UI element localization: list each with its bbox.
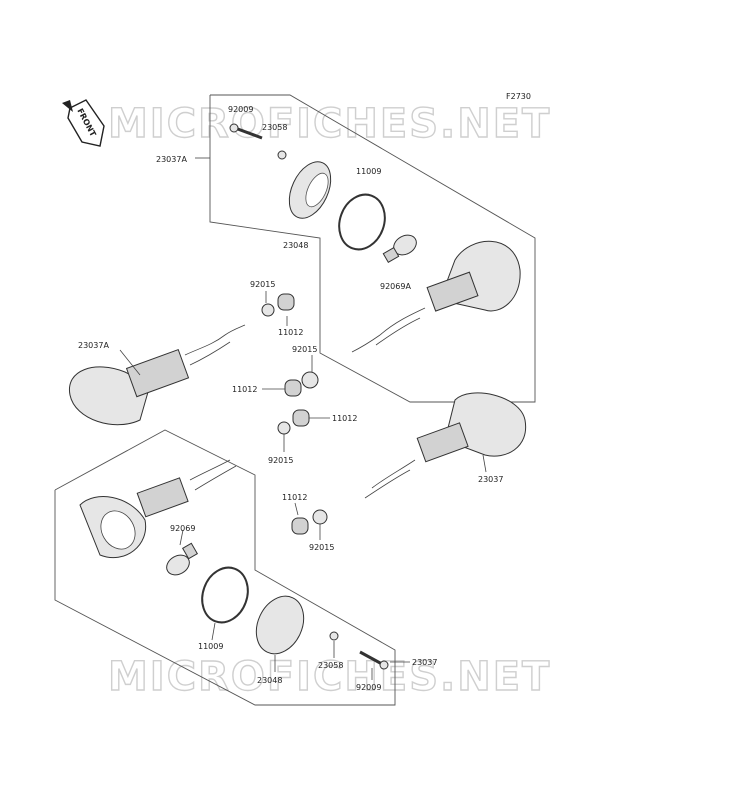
figure-code: F2730 <box>506 92 531 101</box>
label-11012-d: 11012 <box>282 493 307 502</box>
label-23037-bottom: 23037 <box>412 658 437 667</box>
label-23037-right: 23037 <box>478 475 503 484</box>
nut-92015-a <box>261 303 275 317</box>
turn-signal-upper-right <box>351 240 521 353</box>
washer-lower <box>329 631 339 641</box>
label-23037A-top: 23037A <box>156 155 187 164</box>
front-arrow-icon: FRONT <box>62 99 105 147</box>
label-92015-a: 92015 <box>250 280 275 289</box>
watermark-bottom: MICROFICHES.NET <box>108 654 551 700</box>
screw-lower <box>359 650 389 670</box>
grommet-11012-b <box>284 379 302 397</box>
label-11012-b: 11012 <box>232 385 257 394</box>
label-23058-top: 23058 <box>262 123 287 132</box>
nut-92015-c <box>277 421 291 435</box>
label-92069A: 92069A <box>380 282 411 291</box>
turn-signal-left <box>69 324 246 426</box>
frame-upper <box>209 94 536 403</box>
label-11009-bottom: 11009 <box>198 642 223 651</box>
screw-upper <box>229 123 263 140</box>
label-92015-b: 92015 <box>292 345 317 354</box>
label-92015-c: 92015 <box>268 456 293 465</box>
label-11009-top: 11009 <box>356 167 381 176</box>
turn-signal-right <box>364 392 527 499</box>
lens-rim-lower <box>255 595 305 655</box>
label-11012-a: 11012 <box>278 328 303 337</box>
lens-rim-upper <box>288 161 332 219</box>
gasket-lower <box>201 566 249 624</box>
gasket-upper <box>338 193 386 251</box>
bulb-lower <box>166 542 199 576</box>
label-92009-top: 92009 <box>228 105 253 114</box>
label-92069: 92069 <box>170 524 195 533</box>
label-23037A-left: 23037A <box>78 341 109 350</box>
bulb-upper <box>382 234 417 264</box>
turn-signal-lower <box>79 459 237 559</box>
label-11012-c: 11012 <box>332 414 357 423</box>
washer-upper <box>277 150 287 160</box>
grommet-11012-d <box>291 517 309 535</box>
label-23048-bottom: 23048 <box>257 676 282 685</box>
grommet-11012-c <box>292 409 310 427</box>
label-23048-top: 23048 <box>283 241 308 250</box>
label-92009-bottom: 92009 <box>356 683 381 692</box>
frame-lower <box>54 429 396 706</box>
leader-lines <box>119 157 487 680</box>
label-23058-bottom: 23058 <box>318 661 343 670</box>
label-92015-d: 92015 <box>309 543 334 552</box>
grommet-11012-a <box>277 293 295 311</box>
watermark-top: MICROFICHES.NET <box>108 101 551 147</box>
nut-92015-b <box>301 371 319 389</box>
nut-92015-d <box>312 509 328 525</box>
